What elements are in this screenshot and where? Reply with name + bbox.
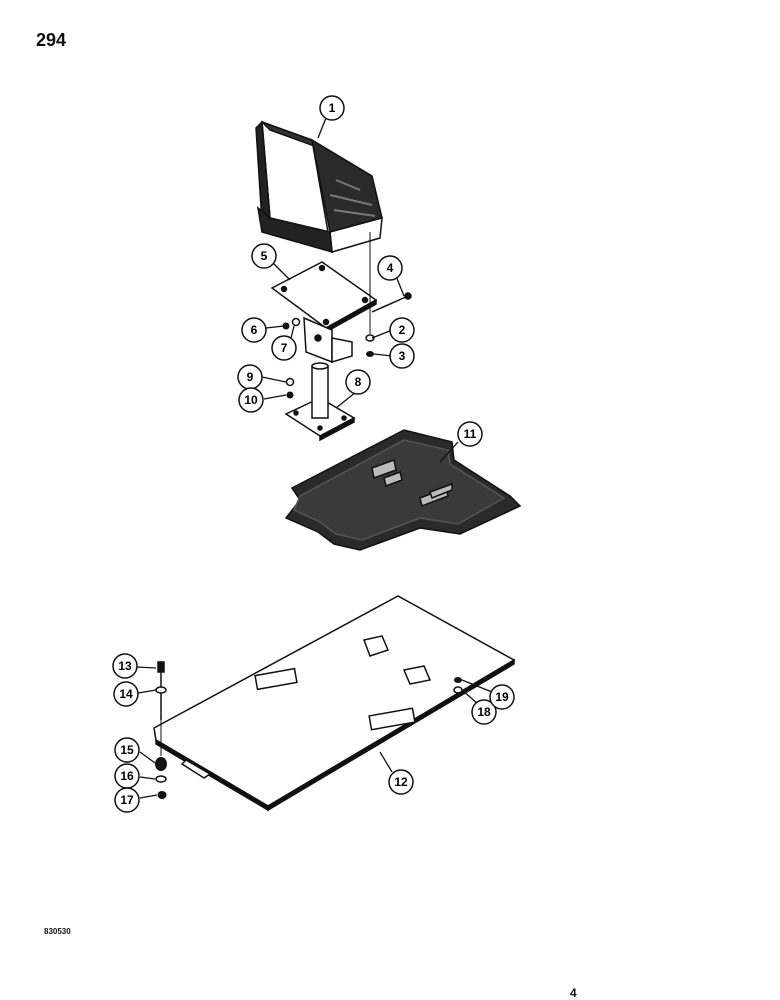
- callout-10: 10: [238, 387, 264, 413]
- callout-4: 4: [377, 255, 403, 281]
- washer-16: [155, 775, 167, 783]
- callout-17: 17: [114, 787, 140, 813]
- callout-label: 10: [244, 393, 258, 407]
- callout-label: 3: [399, 349, 406, 363]
- floor-plate: [153, 595, 516, 812]
- callout-label: 2: [399, 323, 406, 337]
- callout-8: 8: [345, 369, 371, 395]
- callout-label: 5: [261, 249, 268, 263]
- callout-label: 11: [464, 427, 477, 441]
- callout-label: 13: [118, 659, 132, 673]
- callout-3: 3: [389, 343, 415, 369]
- callout-label: 12: [394, 775, 408, 789]
- seat-mounting-plate: [270, 261, 378, 334]
- nut-10: [286, 391, 294, 399]
- callout-label: 6: [251, 323, 258, 337]
- callout-label: 16: [120, 769, 134, 783]
- callout-label: 19: [495, 690, 509, 704]
- callout-5: 5: [251, 243, 277, 269]
- callout-16: 16: [114, 763, 140, 789]
- callout-label: 18: [477, 705, 491, 719]
- washer-9: [285, 377, 295, 387]
- swivel-bracket: [303, 316, 353, 364]
- seat-pedestal: [284, 362, 356, 442]
- callout-6: 6: [241, 317, 267, 343]
- callout-9: 9: [237, 364, 263, 390]
- floor-mat: [284, 429, 522, 551]
- nut-6: [282, 322, 290, 330]
- nut-19: [454, 677, 462, 683]
- callout-label: 15: [120, 743, 134, 757]
- nut-3: [366, 351, 374, 357]
- callout-label: 4: [387, 261, 394, 275]
- callout-18: 18: [471, 699, 497, 725]
- callout-label: 9: [247, 370, 254, 384]
- nut-17: [157, 791, 167, 799]
- bolt-4: [371, 292, 412, 313]
- callout-12: 12: [388, 769, 414, 795]
- page-corner-mark: 4: [570, 986, 577, 1000]
- seat: [255, 120, 383, 254]
- washer-14: [155, 686, 167, 694]
- washer-18: [453, 686, 463, 694]
- callout-label: 1: [329, 101, 336, 115]
- callout-14: 14: [113, 681, 139, 707]
- callout-13: 13: [112, 653, 138, 679]
- washer-7: [291, 317, 301, 327]
- page-number: 294: [36, 30, 67, 50]
- callout-1: 1: [319, 95, 345, 121]
- callout-11: 11: [457, 421, 483, 447]
- callout-2: 2: [389, 317, 415, 343]
- callout-label: 14: [119, 687, 133, 701]
- callout-15: 15: [114, 737, 140, 763]
- callout-19: 19: [489, 684, 515, 710]
- isolator-15: [155, 757, 167, 771]
- bolt-13: [157, 661, 165, 720]
- washer-2: [365, 334, 375, 342]
- callout-label: 17: [120, 793, 134, 807]
- figure-code: 830530: [44, 927, 71, 936]
- callout-7: 7: [271, 335, 297, 361]
- callout-label: 8: [355, 375, 362, 389]
- callout-label: 7: [281, 341, 288, 355]
